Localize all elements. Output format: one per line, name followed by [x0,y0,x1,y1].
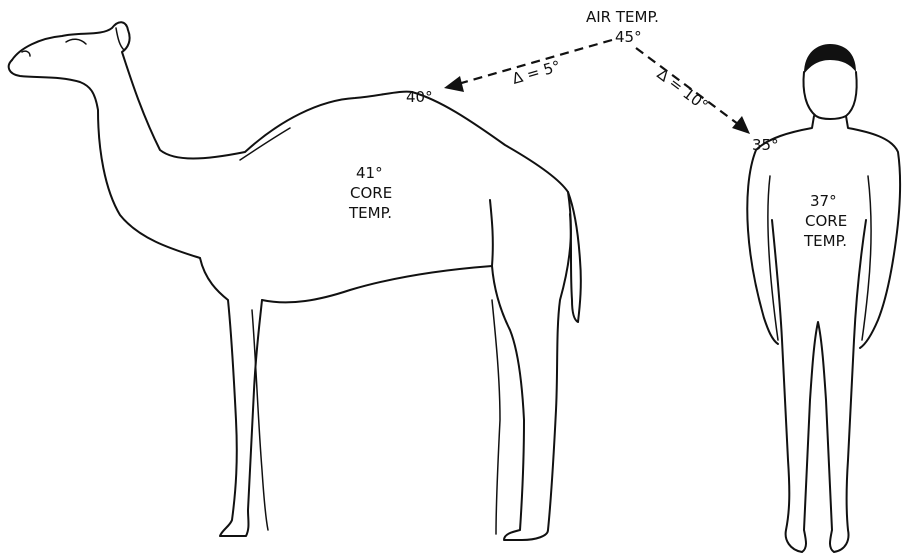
camel-surface-temp: 40° [406,88,433,106]
camel-ear-line [116,28,124,50]
human-head [804,72,857,119]
human-hair [804,44,856,74]
camel-core-line1: CORE [350,184,392,202]
camel-chest-outline [200,258,262,536]
camel-jaw-outline [9,60,200,258]
camel-nostril [22,51,30,56]
camel-hind-leg-inner [492,300,500,534]
human-core-line1: CORE [805,212,847,230]
camel-core-value: 41° [356,164,383,182]
human-body-outline [747,116,900,552]
camel-core-line2: TEMP. [348,204,392,222]
arrow-to-camel-head [444,76,464,92]
air-temp-label: AIR TEMP. [586,8,659,26]
camel-eye [66,39,86,44]
camel-rump-outline [490,192,571,540]
camel-hump-crease [240,128,290,160]
camel-illustration [9,22,581,540]
human-right-arm-inner [862,176,871,340]
human-core-value: 37° [810,192,837,210]
camel-belly-outline [262,266,492,302]
human-surface-temp: 35° [752,136,779,154]
arrow-to-human-head [732,116,750,134]
human-illustration [747,44,900,552]
heat-flow-arrows [444,40,750,134]
camel-head-neck-back-outline [12,22,568,192]
camel-front-leg-inner [252,310,268,530]
air-temp-value: 45° [615,28,642,46]
human-delta-label: Δ = 10° [654,65,712,115]
human-core-line2: TEMP. [803,232,847,250]
